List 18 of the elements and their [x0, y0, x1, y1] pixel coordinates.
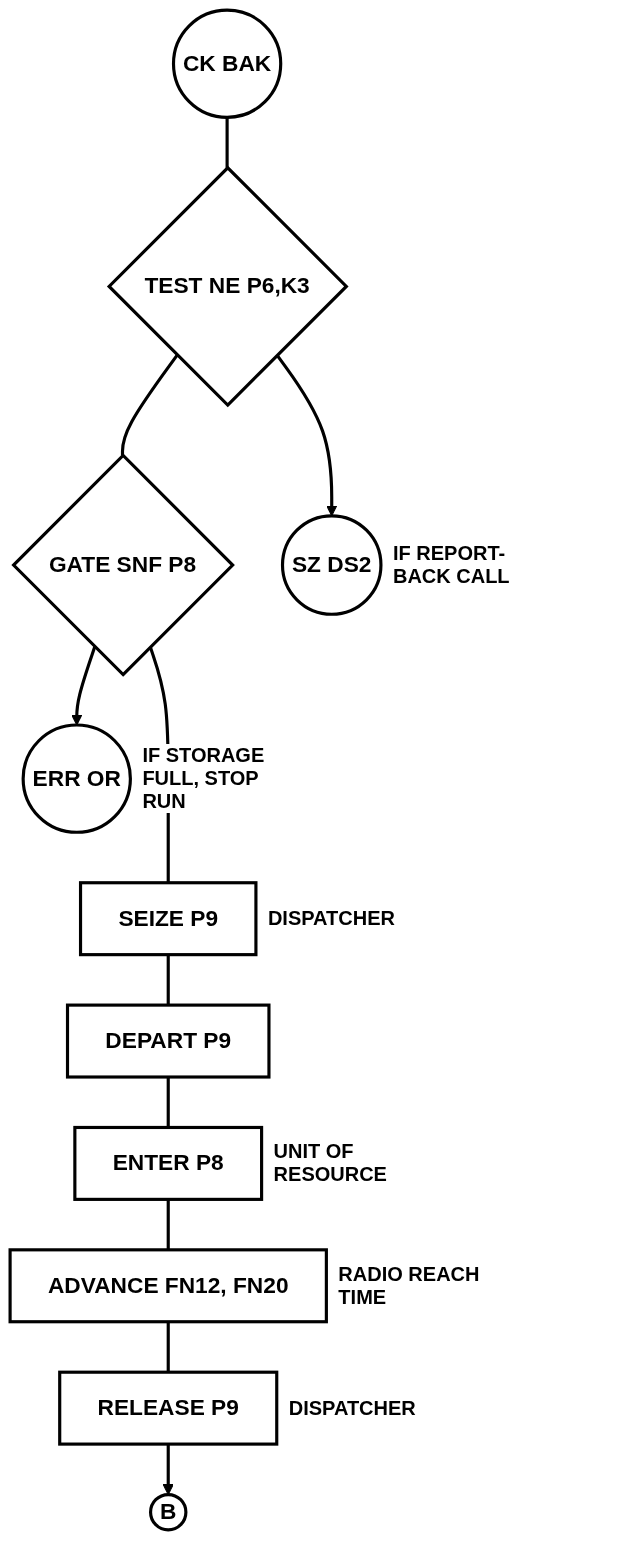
- node-circle: [21, 723, 132, 834]
- node-circle: [171, 8, 283, 119]
- arrow: [71, 646, 97, 726]
- connector: [225, 117, 229, 168]
- node-box: [65, 1003, 271, 1079]
- node-box: [78, 881, 258, 957]
- connector: [120, 354, 179, 456]
- node-box: [73, 1125, 264, 1201]
- connector: [166, 1199, 170, 1250]
- node-circle: [280, 514, 383, 616]
- connector: [166, 1321, 170, 1373]
- node-diamond: [11, 453, 235, 677]
- node-circle: [149, 1493, 188, 1532]
- connector: [166, 954, 170, 1006]
- node-diamond: [106, 165, 349, 408]
- node-box: [8, 1248, 328, 1324]
- node-box: [58, 1370, 279, 1446]
- connector: [166, 1077, 170, 1128]
